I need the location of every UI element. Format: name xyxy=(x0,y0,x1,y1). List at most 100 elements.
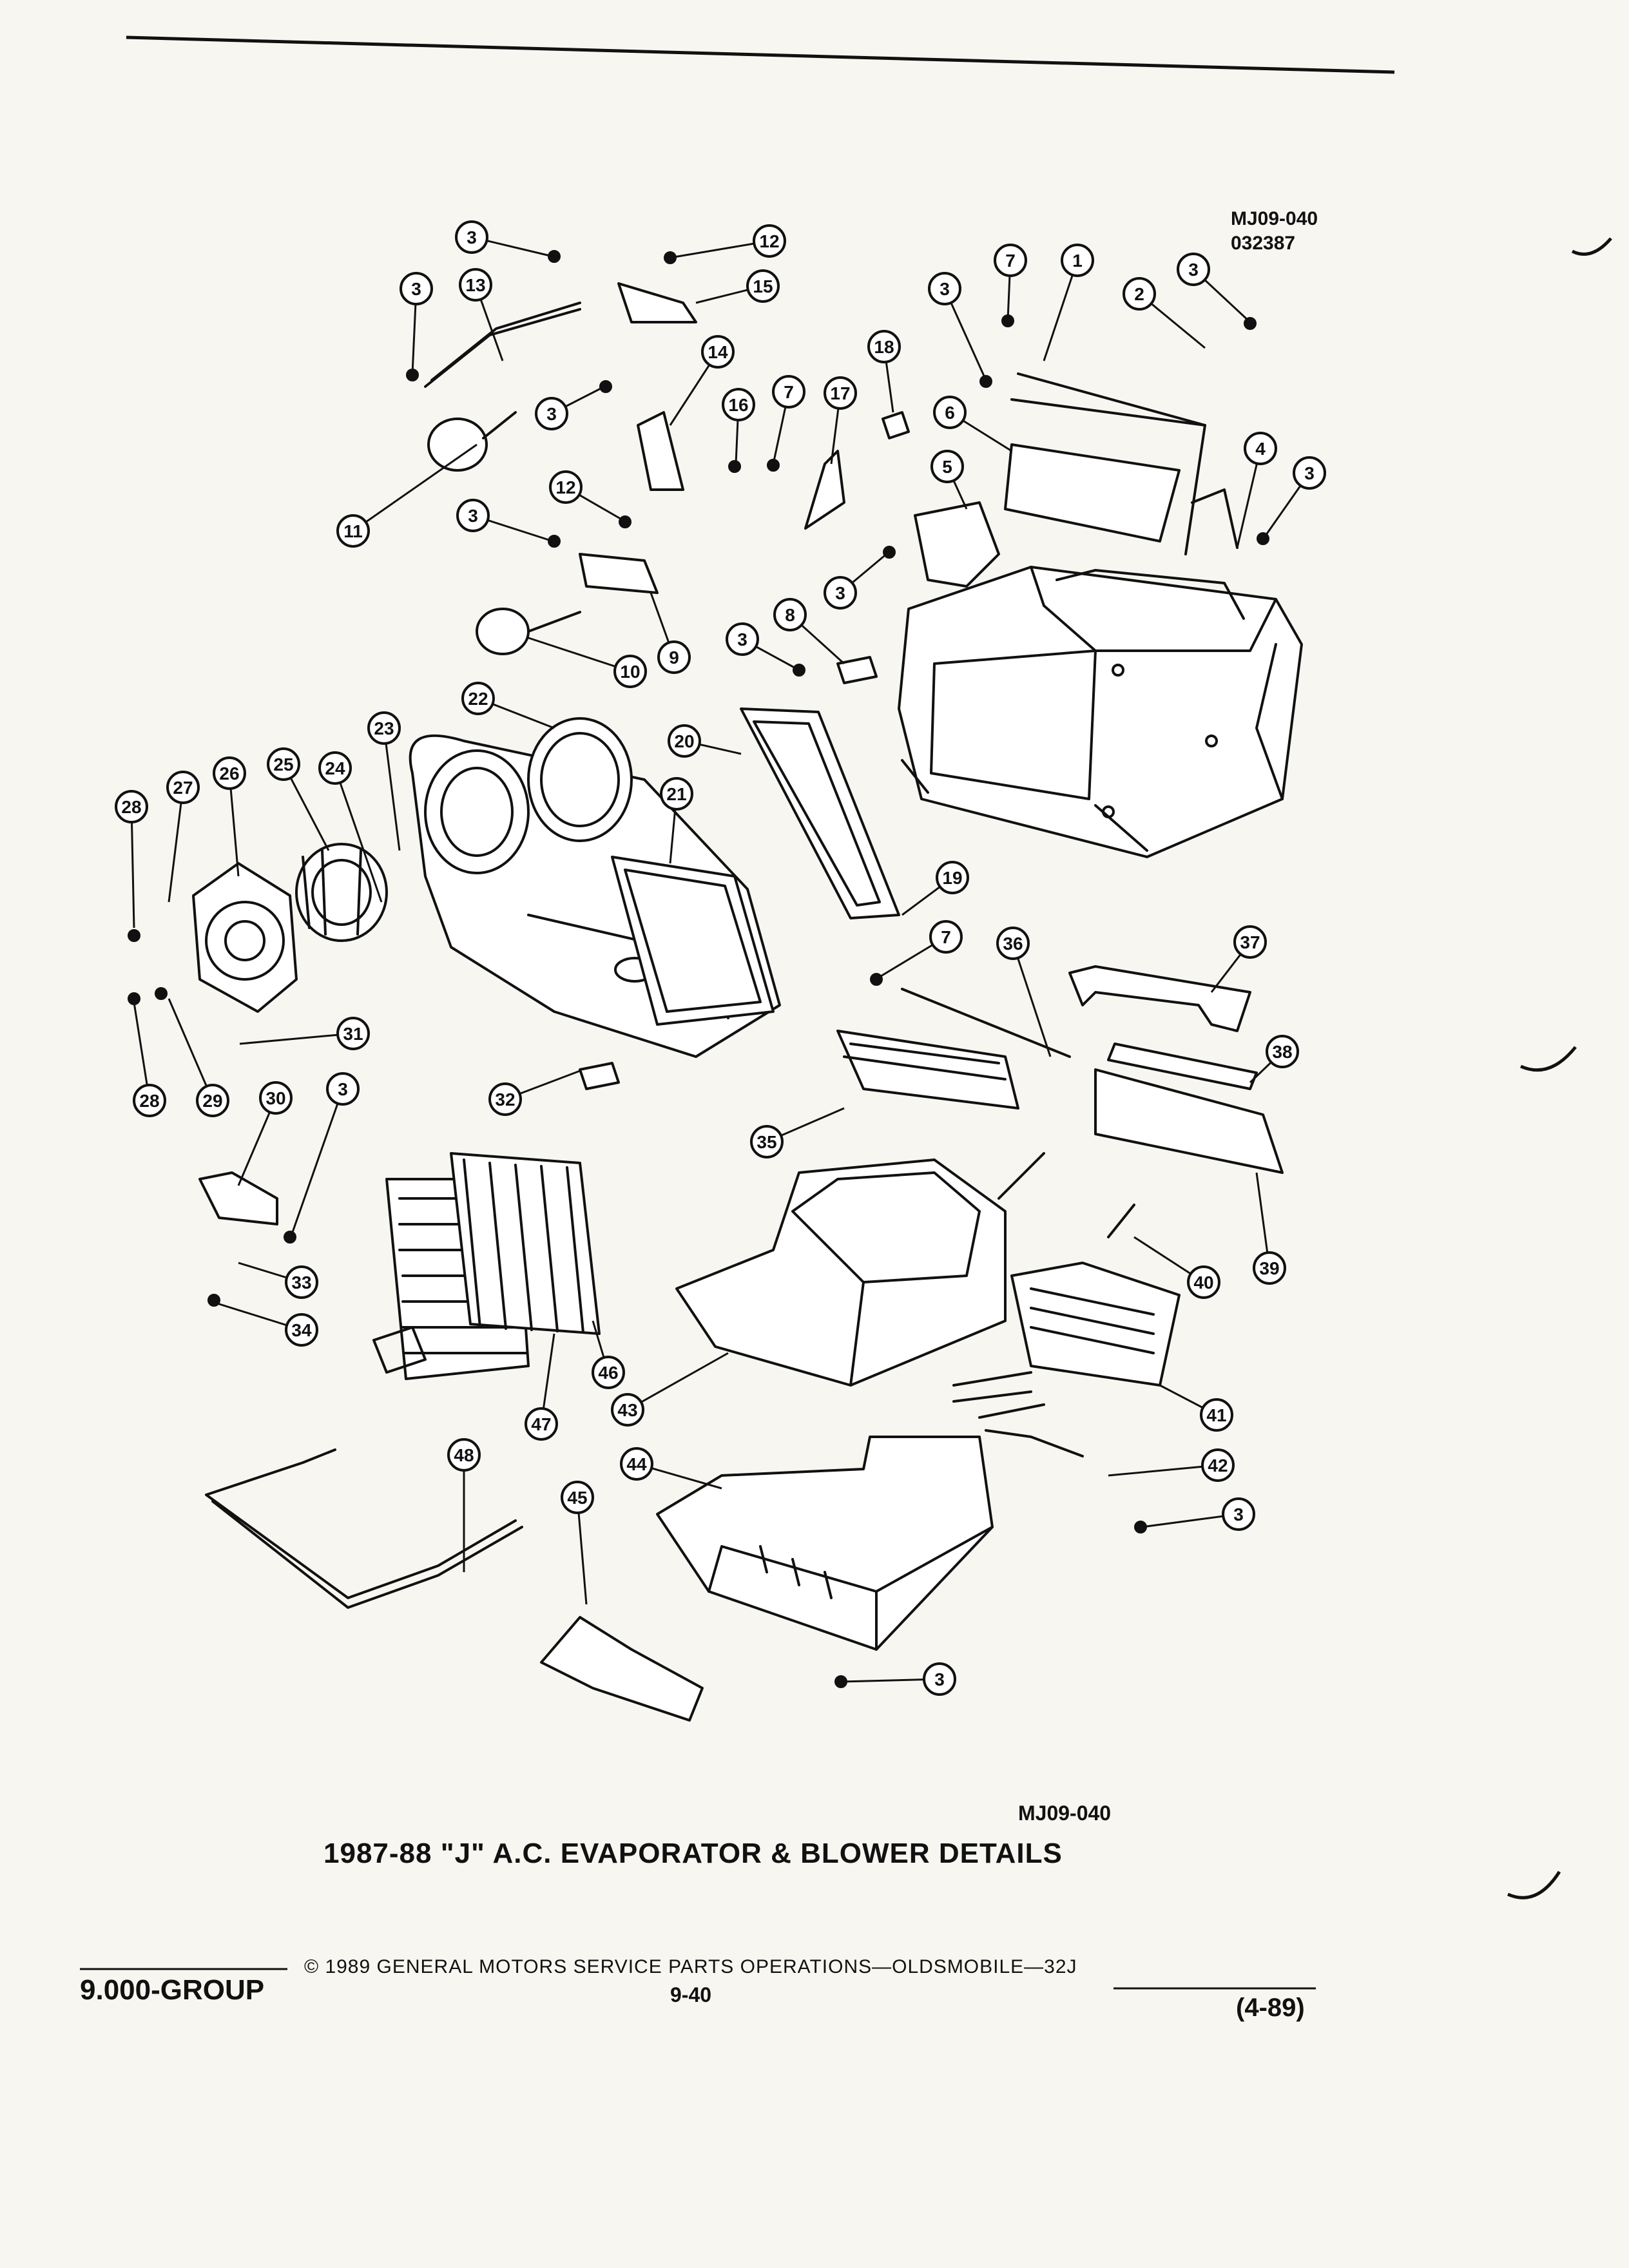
callout-leader xyxy=(1043,260,1079,361)
callout-number: 11 xyxy=(343,521,363,541)
footer-copyright: © 1989 GENERAL MOTORS SERVICE PARTS OPER… xyxy=(304,1956,1077,1977)
callout-3: 3 xyxy=(1263,456,1326,538)
callout-circle xyxy=(996,927,1030,960)
callout-3: 3 xyxy=(456,499,554,543)
callout-circle xyxy=(115,790,148,823)
case-drain-pan xyxy=(656,1436,994,1651)
callout-leader xyxy=(383,727,401,851)
callout-leader xyxy=(239,1032,354,1045)
callout-38: 38 xyxy=(1249,1035,1299,1084)
callout-number: 46 xyxy=(598,1363,618,1383)
callout-14: 14 xyxy=(669,335,735,426)
callout-34: 34 xyxy=(215,1302,318,1347)
callout-number: 43 xyxy=(617,1400,637,1420)
callout-leader xyxy=(168,998,214,1101)
callout-circle xyxy=(196,1084,229,1117)
callout-31: 31 xyxy=(239,1017,370,1050)
margin-mark xyxy=(1507,1870,1561,1899)
callout-leader xyxy=(1236,448,1262,548)
callout-number: 6 xyxy=(945,403,955,423)
callout-circle xyxy=(750,1125,784,1158)
callout-number: 39 xyxy=(1259,1258,1279,1278)
callout-number: 45 xyxy=(567,1488,587,1508)
callout-13: 13 xyxy=(459,268,504,361)
callout-number: 35 xyxy=(757,1132,776,1152)
lower-case xyxy=(675,1158,1007,1387)
callout-number: 26 xyxy=(219,764,239,783)
callout-number: 3 xyxy=(411,279,421,299)
callout-number: 28 xyxy=(139,1091,159,1111)
callout-number: 7 xyxy=(941,927,951,947)
callout-number: 3 xyxy=(1233,1504,1244,1524)
callout-number: 48 xyxy=(454,1445,474,1465)
figure-title: 1987-88 "J" A.C. EVAPORATOR & BLOWER DET… xyxy=(323,1838,1063,1869)
callout-11: 11 xyxy=(336,443,477,548)
callout-45: 45 xyxy=(561,1481,594,1605)
callout-circle xyxy=(367,711,401,745)
callout-number: 10 xyxy=(620,662,640,682)
callout-circle xyxy=(722,388,755,421)
callout-18: 18 xyxy=(867,330,901,413)
callout-circle xyxy=(936,861,969,894)
callout-43: 43 xyxy=(611,1352,729,1427)
bracket xyxy=(198,282,910,1722)
callout-number: 27 xyxy=(173,778,193,798)
callout-48: 48 xyxy=(447,1438,481,1572)
blower-motor xyxy=(192,843,388,1013)
callout-circle xyxy=(923,1662,956,1696)
callout-number: 3 xyxy=(737,629,747,649)
callout-35: 35 xyxy=(750,1107,845,1158)
heater-core xyxy=(952,1262,1181,1419)
callout-16: 16 xyxy=(722,388,755,465)
callout-number: 2 xyxy=(1134,284,1144,304)
lever-arm xyxy=(424,302,1239,555)
callout-leader xyxy=(627,1352,729,1411)
callout-circle xyxy=(259,1081,293,1115)
callout-number: 9 xyxy=(669,648,679,668)
callout-circle xyxy=(668,724,701,758)
callout-circle xyxy=(455,220,488,254)
callout-number: 47 xyxy=(531,1414,551,1434)
air-filter-frame xyxy=(740,707,900,919)
callout-circle xyxy=(400,272,433,305)
callout-circle xyxy=(285,1265,318,1299)
callout-number: 12 xyxy=(759,231,779,251)
callout-leader xyxy=(576,1497,588,1605)
margin-mark xyxy=(1519,1046,1577,1072)
callout-circle xyxy=(657,640,691,674)
callout-3: 3 xyxy=(535,385,605,430)
callout-number: 24 xyxy=(325,758,345,778)
callout-number: 33 xyxy=(291,1273,311,1293)
callout-number: 5 xyxy=(942,457,952,477)
callout-number: 15 xyxy=(753,276,773,296)
callout-39: 39 xyxy=(1253,1172,1286,1285)
callout-3: 3 xyxy=(928,272,987,381)
callout-26: 26 xyxy=(213,756,246,877)
footer-group-label: 9.000-GROUP xyxy=(80,1974,265,2006)
mode-door xyxy=(914,501,1000,588)
callout-circle xyxy=(336,514,370,548)
callout-circle xyxy=(267,747,300,781)
callout-number: 3 xyxy=(338,1079,348,1099)
callout-circle xyxy=(285,1313,318,1347)
callout-20: 20 xyxy=(668,724,742,758)
callout-12: 12 xyxy=(670,224,786,259)
callout-46: 46 xyxy=(592,1320,625,1389)
callout-circle xyxy=(660,777,693,811)
callout-circle xyxy=(1187,1265,1220,1299)
callout-circle xyxy=(166,771,200,804)
callout-circle xyxy=(525,1407,558,1441)
callout-leader xyxy=(228,773,240,877)
callout-30: 30 xyxy=(237,1081,293,1186)
vacuum-actuator xyxy=(476,608,581,655)
callout-number: 17 xyxy=(830,383,850,403)
callout-3: 3 xyxy=(824,552,889,610)
callout-number: 12 xyxy=(555,477,575,497)
drawing-reference-date: 032387 xyxy=(1231,233,1296,254)
callout-number: 14 xyxy=(708,342,728,362)
lower-duct xyxy=(1094,1068,1284,1174)
callout-9: 9 xyxy=(650,592,691,674)
callout-number: 30 xyxy=(265,1088,285,1108)
defroster-door xyxy=(1004,443,1181,543)
